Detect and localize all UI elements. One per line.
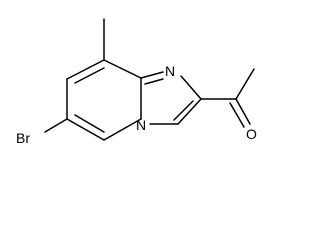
atom-label-br: Br [16, 130, 30, 146]
double-bond-c2-c3-inner [173, 100, 194, 121]
bond-n4-c5 [103, 118, 142, 141]
bond-carbonyl-methyl [235, 68, 255, 100]
bond-c6-br [44, 118, 68, 133]
bond-carbonyl-oxygen [235, 98, 251, 125]
atom-label-n4: N [136, 117, 146, 133]
bond-c8a-n1 [140, 71, 164, 79]
double-bond-carbonyl-oxygen-second [229, 102, 245, 128]
bond-c7-c8 [66, 59, 105, 80]
bond-n1-c2 [180, 75, 202, 100]
bond-c5-c6 [66, 118, 105, 141]
atom-label-o: O [246, 126, 257, 142]
atom-label-n1: N [165, 63, 175, 79]
bond-c2-c3 [177, 98, 202, 125]
double-bond-c8a-n1-second [144, 78, 164, 85]
double-bond-c7-c8-inner [74, 67, 105, 84]
bond-c8-c8a [103, 59, 142, 79]
double-bond-c5-c6-inner [74, 114, 105, 133]
chemical-structure-diagram: Br N N O [16, 18, 257, 146]
